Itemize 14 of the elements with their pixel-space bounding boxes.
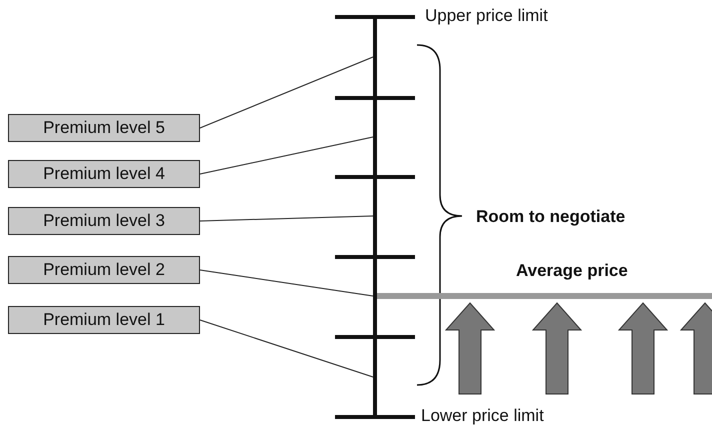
level-box: Premium level 1 (8, 306, 200, 334)
scale-label: Lower price limit (421, 406, 544, 426)
scale-label: Average price (516, 261, 628, 281)
scale-label: Room to negotiate (476, 207, 626, 227)
leader-line (200, 56, 374, 128)
level-box: Premium level 2 (8, 256, 200, 284)
leader-line (200, 136, 374, 174)
level-box: Premium level 4 (8, 160, 200, 188)
scale-label: Upper price limit (425, 6, 548, 26)
leader-line (200, 216, 374, 222)
level-box: Premium level 5 (8, 114, 200, 142)
leader-line (200, 270, 374, 296)
leader-line (200, 320, 374, 378)
level-box: Premium level 3 (8, 207, 200, 235)
